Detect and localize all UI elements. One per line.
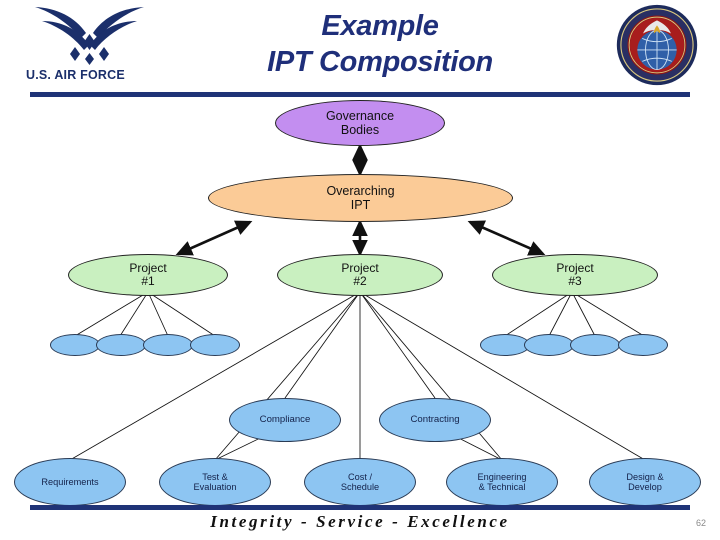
ipt-composition-diagram: Governance Bodies Overarching IPT Projec…: [0, 96, 720, 506]
node-requirements[interactable]: Requirements: [14, 458, 126, 506]
node-compliance-label: Compliance: [259, 413, 311, 425]
node-contracting-label: Contracting: [410, 413, 460, 425]
node-project-1-child-2[interactable]: [96, 334, 146, 356]
node-project-2[interactable]: Project #2: [277, 254, 443, 296]
node-project-3-child-3[interactable]: [570, 334, 620, 356]
node-project-1-label: Project #1: [129, 260, 167, 288]
node-project-1-child-4[interactable]: [190, 334, 240, 356]
node-contracting[interactable]: Contracting: [379, 398, 491, 442]
node-design-develop[interactable]: Design & Develop: [589, 458, 701, 506]
node-cost-schedule[interactable]: Cost / Schedule: [304, 458, 416, 506]
node-test-evaluation[interactable]: Test & Evaluation: [159, 458, 271, 506]
node-project-3[interactable]: Project #3: [492, 254, 658, 296]
slide-header: U.S. AIR FORCE Example IPT Composition: [0, 0, 720, 100]
air-force-wings-icon: [35, 7, 144, 65]
footer-divider: [30, 505, 690, 510]
node-compliance[interactable]: Compliance: [229, 398, 341, 442]
node-project-3-child-4[interactable]: [618, 334, 668, 356]
title-line-2: IPT Composition: [267, 46, 493, 78]
node-engineering-technical-label: Engineering & Technical: [477, 471, 527, 492]
node-test-evaluation-label: Test & Evaluation: [193, 471, 237, 492]
node-project-3-label: Project #3: [556, 260, 594, 288]
node-overarching-ipt-label: Overarching IPT: [326, 184, 395, 212]
node-governance-bodies[interactable]: Governance Bodies: [275, 100, 445, 146]
diagram-connectors: [69, 143, 646, 461]
edge-ipt-project1: [175, 220, 253, 256]
node-project-1-child-1[interactable]: [50, 334, 100, 356]
air-force-logo: U.S. AIR FORCE: [22, 4, 157, 94]
page-title: Example IPT Composition: [170, 8, 590, 80]
page-number: 62: [695, 518, 706, 528]
node-overarching-ipt[interactable]: Overarching IPT: [208, 174, 513, 222]
edge-ipt-project3: [467, 220, 546, 256]
node-requirements-label: Requirements: [41, 476, 99, 487]
header-divider: [30, 92, 690, 97]
node-design-develop-label: Design & Develop: [626, 471, 664, 492]
node-project-3-child-1[interactable]: [480, 334, 530, 356]
node-project-3-child-2[interactable]: [524, 334, 574, 356]
node-project-1-child-3[interactable]: [143, 334, 193, 356]
title-line-1: Example: [321, 10, 439, 42]
footer-motto: Integrity - Service - Excellence: [210, 512, 510, 531]
node-governance-bodies-label: Governance Bodies: [325, 109, 395, 137]
aflcmc-seal-icon: [616, 4, 698, 86]
edge-group-project1: [74, 291, 216, 337]
node-cost-schedule-label: Cost / Schedule: [340, 471, 380, 492]
node-engineering-technical[interactable]: Engineering & Technical: [446, 458, 558, 506]
air-force-wordmark: U.S. AIR FORCE: [26, 68, 125, 82]
node-project-1[interactable]: Project #1: [68, 254, 228, 296]
edge-group-project3: [504, 291, 645, 337]
node-project-2-label: Project #2: [341, 260, 379, 288]
